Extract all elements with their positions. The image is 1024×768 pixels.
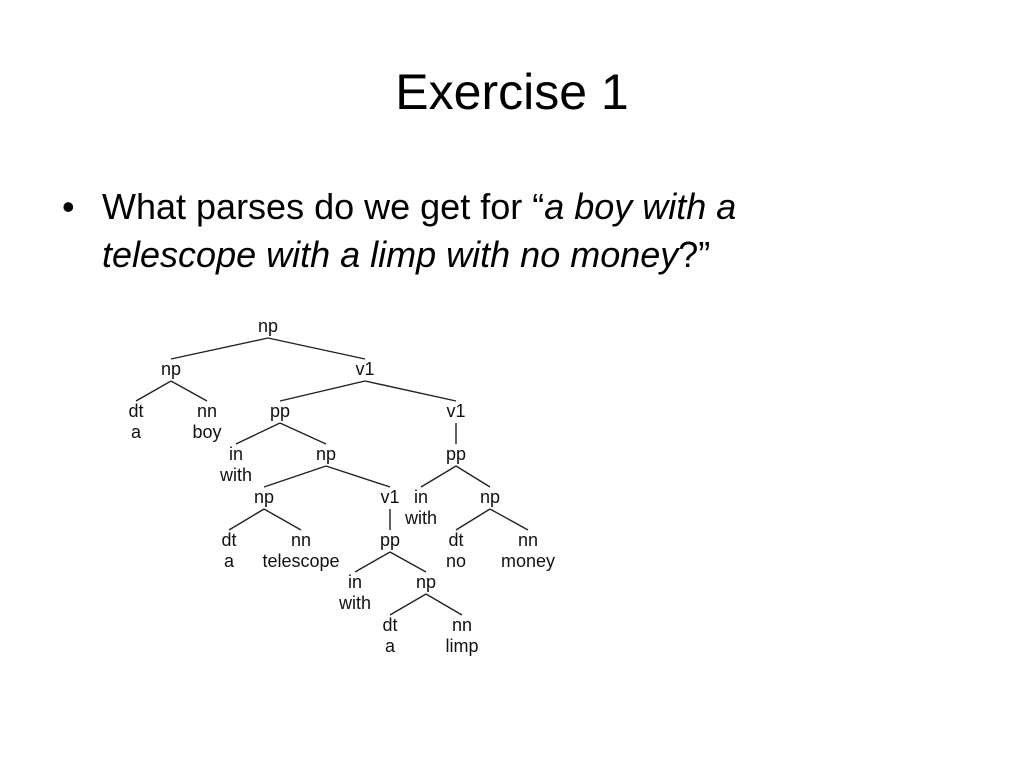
tree-node-np: np	[416, 572, 436, 592]
tree-node-nn: nn	[291, 530, 311, 550]
tree-node-np: np	[258, 316, 278, 336]
tree-node-in: in	[229, 444, 243, 464]
tree-node-dt: dt	[128, 401, 143, 421]
tree-leaf-word: limp	[445, 636, 478, 656]
tree-leaf-word: a	[131, 422, 142, 442]
bullet-suffix: ?”	[678, 234, 711, 275]
tree-node-nn: nn	[518, 530, 538, 550]
tree-leaf-word: boy	[192, 422, 221, 442]
tree-edge-n14-n18	[455, 508, 491, 531]
tree-edge-n2-n4	[135, 380, 172, 402]
tree-edges	[135, 337, 529, 616]
tree-node-dt: dt	[221, 530, 236, 550]
tree-leaf-word: money	[501, 551, 555, 571]
tree-edge-n10-n14	[455, 465, 491, 488]
tree-node-in: in	[414, 487, 428, 507]
bullet-prefix: What parses do we get for “	[102, 186, 545, 227]
tree-leaf-word: with	[338, 593, 371, 613]
tree-leaf-word: a	[224, 551, 235, 571]
tree-edge-n1-n2	[170, 337, 269, 360]
tree-node-nn: nn	[197, 401, 217, 421]
tree-edge-n2-n5	[170, 380, 208, 402]
tree-edge-n17-n20	[354, 551, 391, 573]
tree-node-pp: pp	[380, 530, 400, 550]
tree-node-np: np	[254, 487, 274, 507]
tree-edge-n9-n12	[325, 465, 391, 488]
tree-edge-n17-n21	[389, 551, 427, 573]
tree-edge-n11-n15	[228, 508, 265, 531]
tree-node-v1: v1	[380, 487, 399, 507]
tree-node-v1: v1	[446, 401, 465, 421]
tree-edge-n21-n22	[389, 593, 427, 616]
tree-node-v1: v1	[355, 359, 374, 379]
tree-edge-n3-n7	[364, 380, 457, 402]
tree-edge-n3-n6	[279, 380, 366, 402]
tree-leaf-word: with	[404, 508, 437, 528]
tree-node-np: np	[161, 359, 181, 379]
tree-node-dt: dt	[382, 615, 397, 635]
tree-leaf-word: a	[385, 636, 396, 656]
tree-node-dt: dt	[448, 530, 463, 550]
tree-node-np: np	[480, 487, 500, 507]
bullet-text: What parses do we get for “a boy with a …	[102, 183, 892, 279]
tree-leaf-word: no	[446, 551, 466, 571]
bullet-marker: •	[62, 186, 75, 227]
bullet-quote: a boy with a telescope with a limp with …	[102, 186, 737, 275]
slide-title: Exercise 1	[395, 64, 629, 120]
tree-edge-n21-n23	[425, 593, 463, 616]
tree-leaf-word: with	[219, 465, 252, 485]
tree-edge-n6-n8	[235, 422, 281, 445]
tree-edge-n1-n3	[267, 337, 366, 360]
tree-edge-n11-n16	[263, 508, 302, 531]
tree-leaf-word: telescope	[262, 551, 339, 571]
tree-edge-n6-n9	[279, 422, 327, 445]
tree-node-np: np	[316, 444, 336, 464]
tree-edge-n10-n13	[420, 465, 457, 488]
tree-node-pp: pp	[270, 401, 290, 421]
tree-node-pp: pp	[446, 444, 466, 464]
tree-edge-n14-n19	[489, 508, 529, 531]
tree-node-in: in	[348, 572, 362, 592]
tree-edge-n9-n11	[263, 465, 327, 488]
tree-node-nn: nn	[452, 615, 472, 635]
